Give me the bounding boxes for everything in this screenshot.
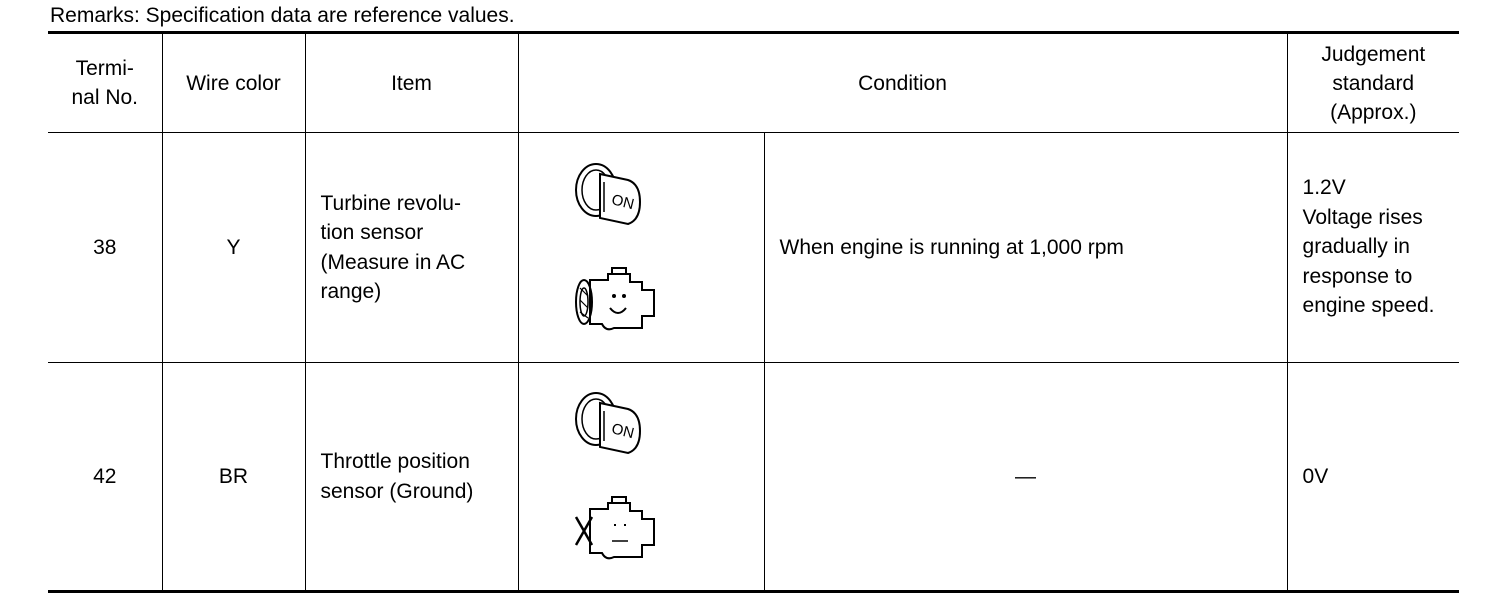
judgement-value: 1.2V Voltage rises gradually in response… [1286,132,1460,363]
item-description: Turbine revolu- tion sensor (Measure in … [304,132,519,363]
condition-text: — [763,362,1288,593]
judgement-value: 0V [1286,362,1460,593]
engine-running-icon [574,266,655,330]
table-row: 38 Y Turbine revolu- tion sensor (Measur… [48,132,1460,363]
terminal-spec-table: Termi- nal No. Wire color Item Condition… [48,31,1460,593]
condition-icons: ON [517,362,765,593]
key-on-label: ON [609,191,635,213]
item-description: Throttle position sensor (Ground) [304,362,519,593]
condition-icons: ON [517,132,765,363]
header-item: Item [304,31,519,133]
key-on-label: ON [609,420,635,442]
header-condition: Condition [517,31,1288,133]
remarks-note: Remarks: Specification data are referenc… [50,4,515,27]
table-row: 42 BR Throttle position sensor (Ground) … [48,362,1460,593]
wire-color: BR [161,362,306,593]
condition-text: When engine is running at 1,000 rpm [763,132,1288,363]
header-judgement-standard: Judgement standard (Approx.) [1286,31,1460,133]
header-row: Termi- nal No. Wire color Item Condition… [48,31,1460,133]
header-terminal-no: Termi- nal No. [48,31,163,133]
header-wire-color: Wire color [161,31,306,133]
ignition-key-on-icon: ON [574,162,641,225]
engine-stopped-icon [574,495,655,559]
wire-color: Y [161,132,306,363]
ignition-key-on-icon: ON [574,391,641,454]
terminal-no: 38 [48,132,163,363]
terminal-no: 42 [48,362,163,593]
